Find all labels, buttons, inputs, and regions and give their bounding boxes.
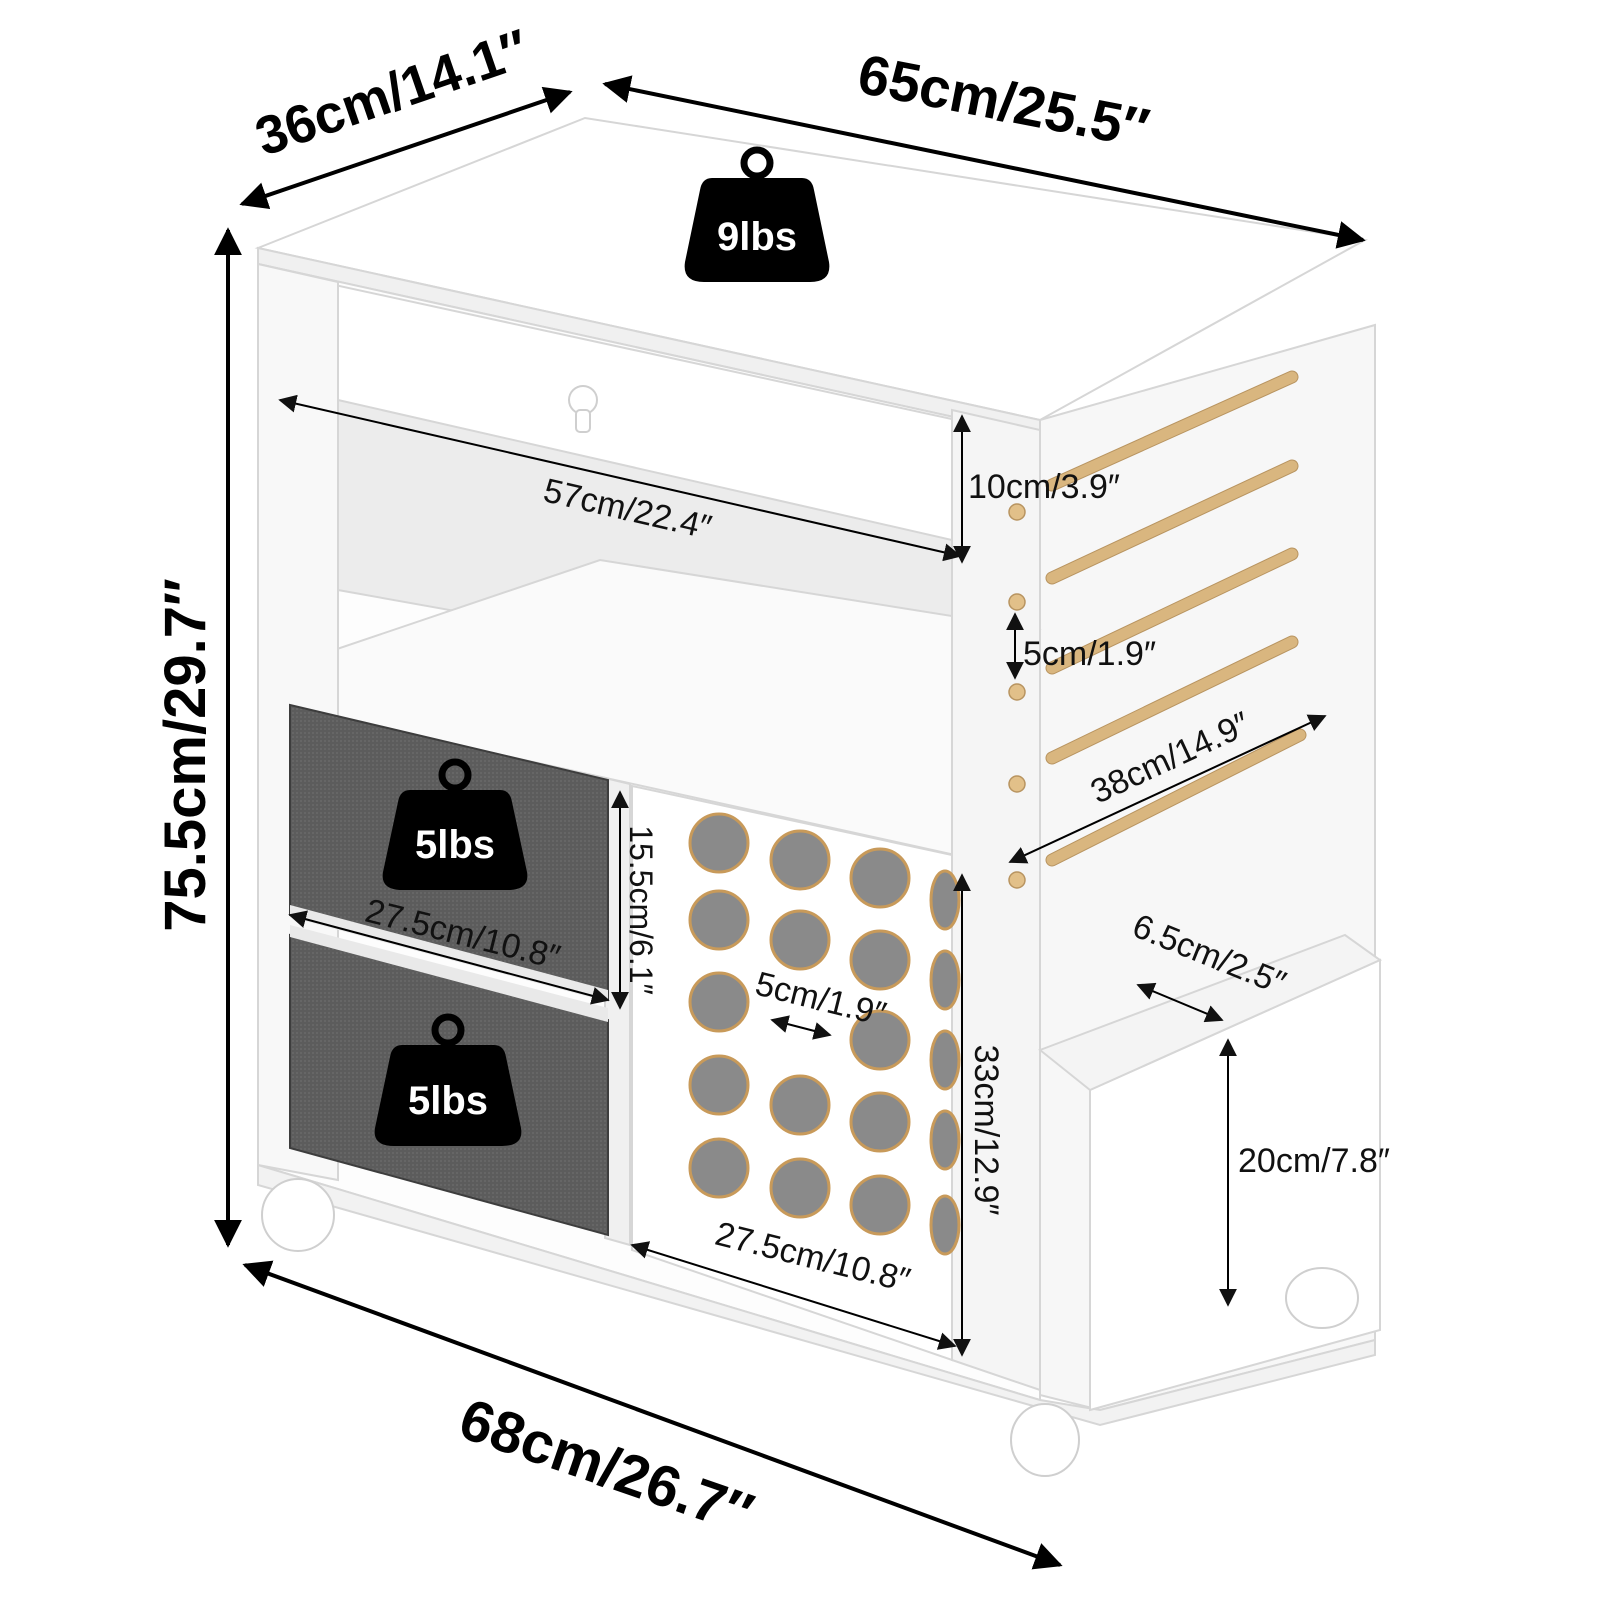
label-depth: 36cm/14.1″ [248, 18, 536, 167]
weight-label-lower-bin: 5lbs [408, 1079, 488, 1123]
rack-hole [688, 971, 750, 1033]
rack-hole [688, 1137, 750, 1199]
rack-hole [929, 1109, 961, 1171]
rack-hole [849, 1009, 911, 1071]
weight-icon [382, 790, 528, 890]
rod-peg [1008, 871, 1026, 889]
weight-badge-top: 9lbs [684, 146, 830, 282]
label-top-width: 65cm/25.5″ [853, 42, 1154, 160]
rod-length-arrow [1008, 714, 1327, 864]
label-rod-spacing: 5cm/1.9″ [1023, 635, 1156, 673]
label-magazine-height: 20cm/7.8″ [1238, 1142, 1390, 1180]
weight-hook-icon [431, 1013, 465, 1047]
rack-hole [769, 909, 831, 971]
rack-hole [929, 949, 961, 1011]
weight-icon [374, 1045, 522, 1146]
rack-hole-arrow [770, 1015, 832, 1040]
rod-peg [1008, 683, 1026, 701]
rod-peg [1008, 775, 1026, 793]
rack-hole [688, 889, 750, 951]
rack-hole [769, 829, 831, 891]
rack-hole [929, 1194, 961, 1256]
right-column [951, 408, 1041, 1392]
weight-hook-icon [438, 758, 472, 792]
magazine-depth-arrow [1136, 982, 1224, 1023]
fabric-bin-width-arrow [288, 910, 610, 1005]
drawer-knob-stem [575, 409, 591, 433]
weight-hook-icon [740, 146, 774, 180]
label-bottom-width: 68cm/26.7″ [452, 1386, 762, 1547]
label-drawer-height: 10cm/3.9″ [968, 468, 1120, 506]
rack-hole [929, 869, 961, 931]
wood-rod [1046, 371, 1298, 491]
label-height: 75.5cm/29.7″ [153, 578, 218, 932]
rack-hole [769, 1157, 831, 1219]
depth-arrow [239, 86, 573, 210]
caster-wheel [1010, 1403, 1080, 1477]
weight-label-top: 9lbs [717, 215, 797, 259]
caster-wheel [261, 1178, 335, 1252]
weight-badge-upper-bin: 5lbs [382, 758, 528, 890]
caster-wheel [1285, 1267, 1359, 1329]
rod-peg [1008, 503, 1026, 521]
bottom-width-arrow [242, 1260, 1063, 1570]
rack-hole [849, 1091, 911, 1153]
rack-width-arrow [630, 1241, 957, 1350]
rack-hole [688, 1054, 750, 1116]
weight-icon [684, 178, 830, 282]
rack-hole [849, 929, 911, 991]
weight-badge-lower-bin: 5lbs [374, 1013, 522, 1146]
dimension-lines [214, 75, 1366, 1570]
rack-hole [849, 847, 911, 909]
rod-peg [1008, 593, 1026, 611]
wood-rod [1046, 460, 1298, 584]
top-width-arrow [602, 75, 1366, 249]
label-rack-height: 33cm/12.9″ [967, 1045, 1005, 1216]
rack-hole [688, 812, 750, 874]
rack-hole [769, 1074, 831, 1136]
drawer-width-arrow [278, 394, 962, 562]
rack-hole [929, 1029, 961, 1091]
wood-rod [1046, 548, 1298, 674]
rack-hole [849, 1174, 911, 1236]
weight-label-upper-bin: 5lbs [415, 823, 495, 867]
label-fabric-bin-height: 15.5cm/6.1″ [623, 825, 659, 995]
